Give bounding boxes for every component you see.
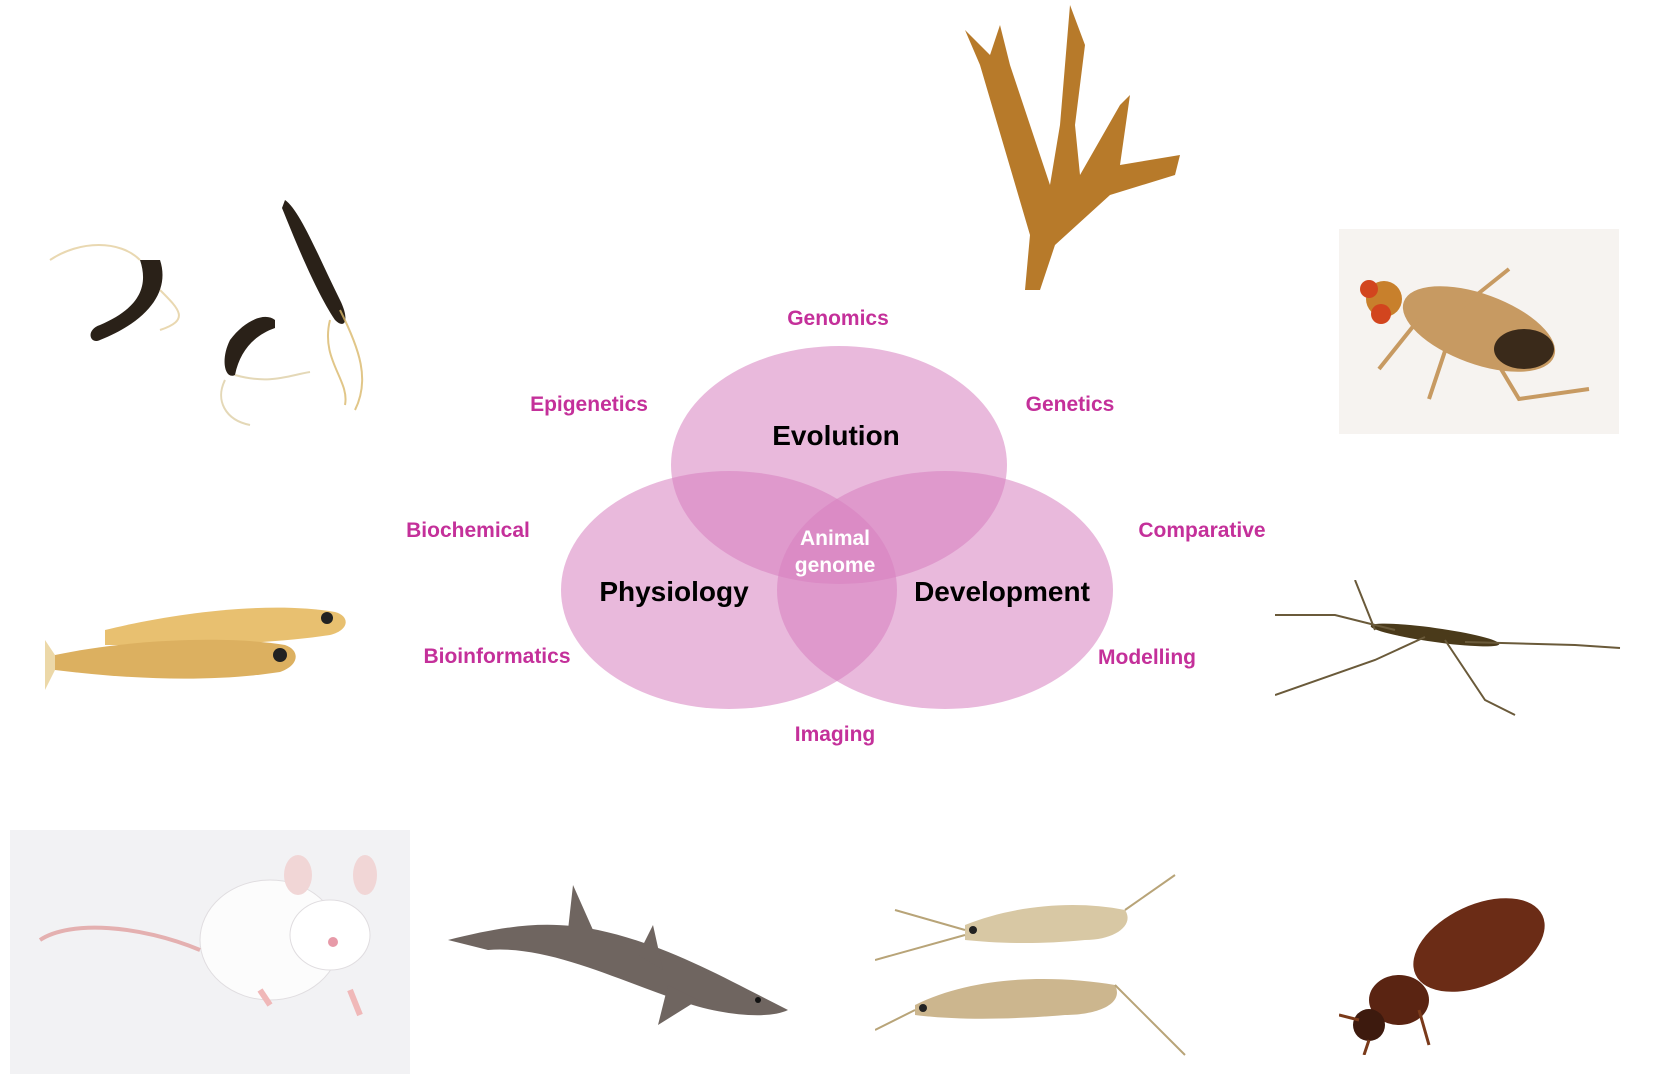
mouse-icon [10,830,410,1074]
comparative-label: Comparative [1138,519,1266,542]
development-circle [777,471,1113,709]
medaka-fish-icon [45,607,346,690]
development-label: Development [914,576,1090,607]
animal-genome-line1: Animal [799,527,871,550]
zebrafish-icon [49,200,364,426]
shark-icon [448,885,788,1025]
water-strider-icon [1275,580,1621,716]
hydroid-icon [965,5,1180,290]
biochemical-label: Biochemical [406,519,530,542]
beetle-icon [1339,898,1545,1055]
bioinformatics-label: Bioinformatics [423,645,571,668]
genetics-label: Genetics [1025,393,1115,416]
modelling-label: Modelling [1098,646,1196,669]
epigenetics-label: Epigenetics [530,393,648,416]
fruit-fly-icon [1339,229,1619,434]
genomics-label: Genomics [787,307,889,330]
animal-genome-line2: genome [794,554,876,577]
physiology-label: Physiology [599,576,749,607]
amphipod-icon [875,874,1186,1056]
imaging-label: Imaging [794,723,876,746]
evolution-label: Evolution [772,420,900,451]
animal-genome-label: Animal genome [795,525,876,579]
